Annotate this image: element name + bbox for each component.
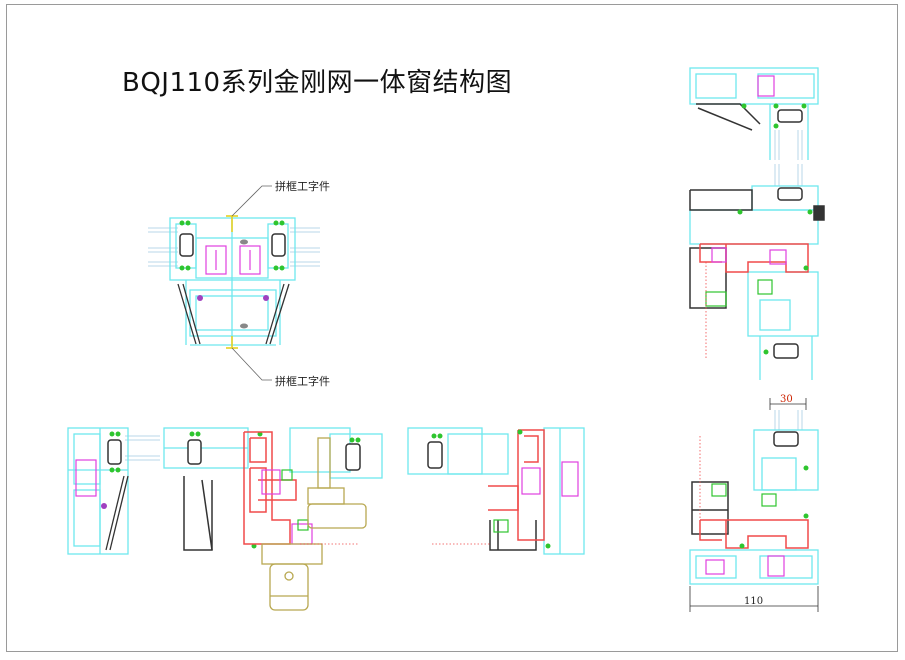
bottom-section-red-sash	[699, 519, 809, 549]
top-section-dark	[696, 103, 803, 131]
section-b-red-sash	[243, 431, 297, 545]
dimension-30: 30	[780, 394, 793, 405]
section-a-glass	[125, 435, 160, 461]
top-frame-section	[689, 67, 819, 160]
section-b-gaskets	[189, 431, 361, 549]
casement-sash-section	[163, 427, 383, 611]
left-glass-panes	[148, 227, 178, 267]
section-a-chambers	[75, 459, 97, 497]
middle-transom-section	[689, 164, 825, 380]
label-leaders	[231, 185, 272, 381]
section-a-frame	[67, 427, 129, 555]
gaskets	[179, 220, 285, 271]
top-section-gaskets	[741, 103, 807, 129]
glass-clamps	[179, 233, 286, 257]
section-a-gaskets	[109, 431, 121, 473]
mullion-inner-chambers	[205, 245, 261, 275]
screws	[240, 239, 248, 329]
section-c-gaskets	[431, 429, 551, 549]
middle-section-gaskets	[737, 209, 813, 355]
bottom-section-glazing	[711, 483, 777, 507]
mullion-frame-profile	[169, 217, 296, 346]
fixed-frame-section	[67, 427, 160, 555]
section-c-glazing-bead	[493, 519, 509, 533]
top-section-glass	[774, 130, 803, 160]
middle-section-glazing	[705, 279, 773, 307]
corner-sash-section	[407, 427, 585, 555]
top-section-chambers	[757, 75, 775, 97]
bottom-sill-section	[689, 398, 819, 612]
section-a-screen	[105, 475, 129, 551]
section-c-chambers	[521, 461, 579, 497]
section-a-clamp	[107, 439, 122, 465]
section-b-handle	[261, 437, 367, 611]
section-b-dark-profile	[183, 439, 361, 551]
dim-30-lines	[769, 398, 807, 410]
screen-clips	[197, 295, 269, 301]
section-c-red-sash	[488, 429, 545, 541]
screen-sash-diagonals	[177, 283, 290, 345]
bottom-section-gaskets	[739, 465, 809, 549]
sheet-border	[6, 4, 898, 652]
top-section-frame	[689, 67, 819, 160]
bottom-section-chambers	[705, 555, 785, 577]
middle-section-chambers	[711, 247, 787, 265]
bottom-section-dark	[691, 431, 799, 535]
bottom-section-frame	[689, 429, 819, 585]
bottom-section-glass	[774, 410, 803, 430]
section-c-dark-profile	[427, 441, 537, 551]
mullion-top-label: 拼框工字件	[275, 179, 330, 193]
section-a-clip	[101, 503, 107, 509]
dimension-110: 110	[744, 596, 763, 607]
page-title: BQJ110系列金刚网一体窗结构图	[122, 68, 513, 98]
dim-110-lines	[689, 586, 819, 612]
middle-section-dark	[689, 187, 825, 359]
section-b-chambers	[261, 469, 313, 545]
mullion-section	[148, 185, 320, 381]
mullion-bottom-label: 拼框工字件	[275, 374, 330, 388]
middle-section-glass-top	[774, 164, 803, 186]
middle-section-frame	[689, 185, 819, 380]
